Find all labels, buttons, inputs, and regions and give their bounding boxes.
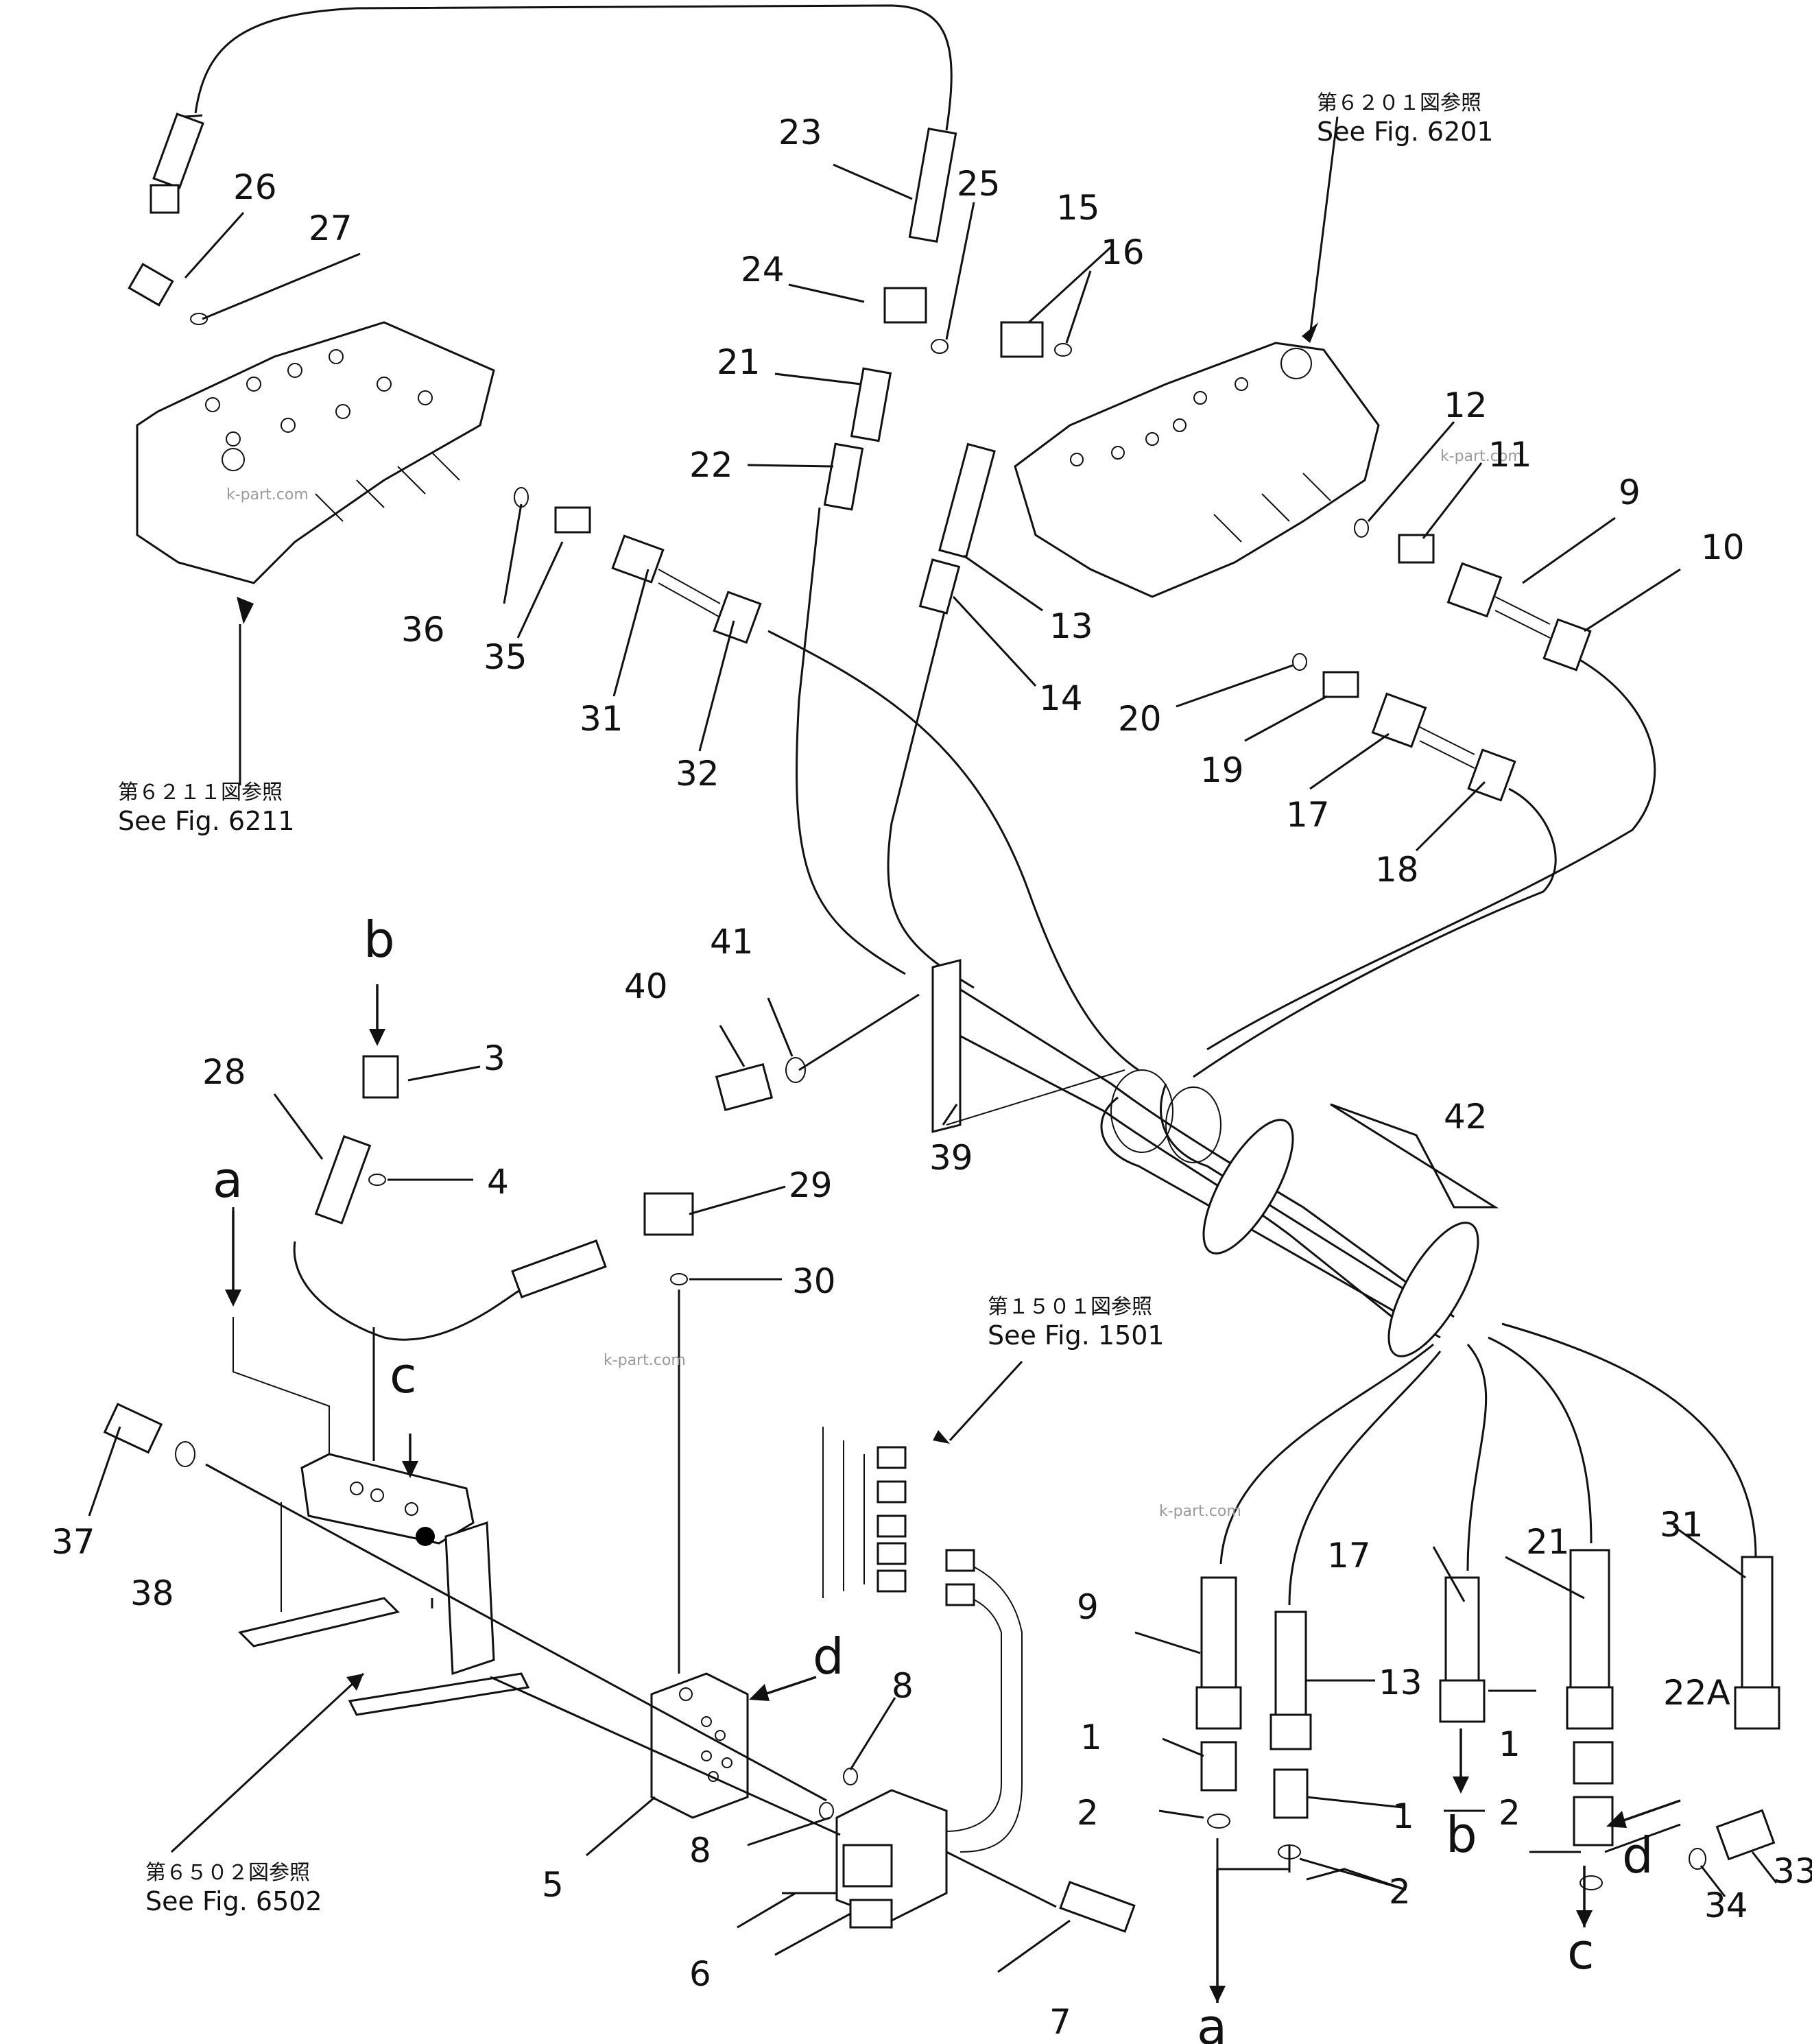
callout-19: 19: [1200, 750, 1244, 790]
connection-label-c-bottom: c: [1567, 1923, 1595, 1980]
callout-15: 15: [1056, 188, 1100, 228]
callout-2b: 2: [1389, 1872, 1411, 1912]
leader-lines: [88, 116, 1778, 1973]
callout-14: 14: [1039, 678, 1083, 718]
callout-22: 22: [689, 445, 733, 485]
callout-22A: 22A: [1663, 1673, 1730, 1713]
callout-32: 32: [676, 754, 719, 794]
callout-21a: 21: [717, 342, 761, 382]
ref-fig1501-cn: 第１５０１図参照: [988, 1295, 1152, 1319]
callout-8a: 8: [892, 1666, 914, 1706]
connection-label-b: b: [363, 911, 395, 968]
callout-4: 4: [487, 1162, 509, 1202]
callout-3: 3: [484, 1038, 505, 1078]
connection-label-d-bottom: d: [1622, 1827, 1654, 1884]
callout-1c: 1: [1499, 1724, 1521, 1764]
callout-30: 30: [792, 1261, 836, 1301]
watermark-text: k-part.com: [1159, 1503, 1241, 1520]
callout-25: 25: [957, 164, 1001, 204]
flow-arrows: [225, 322, 1681, 2003]
connection-label-b-bottom: b: [1446, 1806, 1477, 1864]
callout-31b: 31: [1660, 1505, 1704, 1545]
callout-10: 10: [1701, 527, 1745, 567]
callout-28: 28: [202, 1052, 246, 1092]
ref-fig1501-en: See Fig. 1501: [988, 1320, 1165, 1351]
callout-9b: 9: [1077, 1587, 1099, 1627]
callout-42: 42: [1444, 1097, 1488, 1137]
connection-label-a-bottom: a: [1197, 1998, 1227, 2044]
callout-16: 16: [1101, 233, 1145, 272]
watermark-text: k-part.com: [604, 1352, 686, 1369]
control-valve-left: [136, 321, 495, 584]
callout-33: 33: [1773, 1851, 1812, 1891]
watermark-text: k-part.com: [226, 486, 309, 503]
callout-1b: 1: [1392, 1796, 1414, 1836]
fittings: [103, 112, 1780, 1933]
watermark-text: k-part.com: [1440, 448, 1523, 465]
callout-7: 7: [1049, 2002, 1071, 2042]
callout-35: 35: [484, 637, 527, 677]
callout-9a: 9: [1619, 473, 1641, 512]
connection-letters: a b c d a b c d: [213, 911, 1654, 2044]
callout-6: 6: [689, 1954, 711, 1994]
mounting-block-assembly: [233, 1317, 530, 1716]
callout-23: 23: [778, 112, 822, 152]
callout-11: 11: [1488, 435, 1532, 475]
ref-fig6502-en: See Fig. 6502: [145, 1886, 322, 1916]
callout-13b: 13: [1379, 1663, 1422, 1702]
callout-2a: 2: [1077, 1793, 1099, 1833]
callout-40: 40: [624, 966, 668, 1006]
callout-38: 38: [130, 1573, 174, 1613]
callout-24: 24: [741, 250, 785, 289]
callout-17a: 17: [1286, 795, 1330, 835]
figure-references: 第６２０１図参照 See Fig. 6201 第６２１１図参照 See Fig.…: [118, 91, 1494, 1916]
callout-1a: 1: [1080, 1718, 1102, 1757]
solenoid-valve: [835, 1789, 948, 1929]
callout-2c: 2: [1499, 1793, 1521, 1833]
callout-12: 12: [1444, 385, 1488, 425]
clamp-bands: [1110, 1069, 1479, 1357]
callout-21b: 21: [1526, 1522, 1570, 1562]
callout-26: 26: [233, 167, 277, 207]
ref-fig6201-cn: 第６２０１図参照: [1317, 91, 1481, 115]
callout-39: 39: [929, 1138, 973, 1178]
callout-18: 18: [1375, 850, 1419, 890]
callout-36: 36: [401, 610, 445, 650]
ref-fig6211-cn: 第６２１１図参照: [118, 781, 283, 805]
manifold-block: [650, 1672, 749, 1819]
connection-label-d: d: [813, 1628, 844, 1685]
part-callouts: 26 27 23 25 24 15 16 21 22 12 11 9 10 13…: [51, 112, 1812, 2042]
connection-label-a: a: [213, 1151, 243, 1209]
control-valve-right: [1014, 342, 1380, 598]
callout-31a: 31: [580, 699, 623, 739]
bracket: [931, 959, 1125, 1133]
callout-37: 37: [51, 1522, 95, 1562]
callout-34: 34: [1704, 1886, 1748, 1925]
ref-fig6502-cn: 第６５０２図参照: [145, 1861, 310, 1885]
ref-fig6201-en: See Fig. 6201: [1317, 117, 1494, 147]
callout-27: 27: [309, 209, 353, 248]
connector-block: [822, 1427, 975, 1606]
callout-17b: 17: [1327, 1536, 1371, 1576]
connection-label-c: c: [390, 1346, 417, 1404]
callout-13a: 13: [1049, 606, 1093, 646]
watermarks: k-part.com k-part.com k-part.com k-part.…: [226, 448, 1523, 1520]
callout-20: 20: [1118, 699, 1162, 739]
hose-lines: [176, 4, 1757, 1853]
callout-8b: 8: [689, 1831, 711, 1870]
callout-29: 29: [789, 1165, 833, 1205]
callout-41: 41: [710, 922, 754, 962]
ref-fig6211-en: See Fig. 6211: [118, 806, 295, 836]
callout-5: 5: [542, 1865, 564, 1905]
